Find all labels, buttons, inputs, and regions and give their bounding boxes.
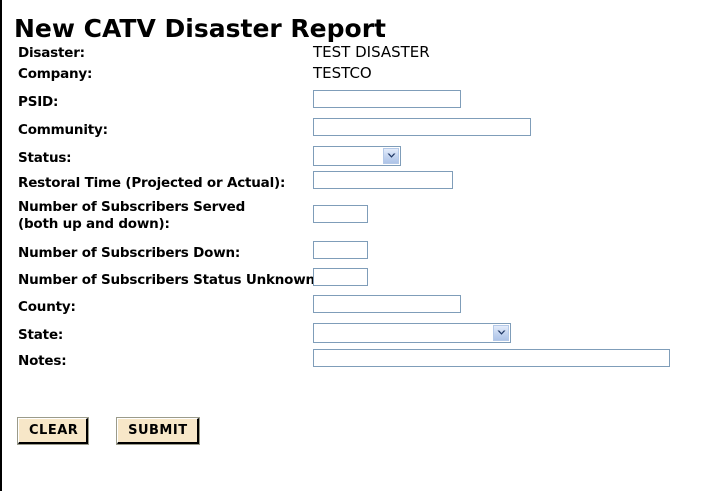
form-row-psid: PSID: xyxy=(2,90,704,118)
submit-button[interactable]: SUBMIT xyxy=(116,417,201,445)
form-actions: CLEAR SUBMIT xyxy=(17,417,201,445)
label-status: Status: xyxy=(18,150,72,166)
community-input[interactable] xyxy=(313,118,531,136)
label-county: County: xyxy=(18,299,76,315)
field-disaster: TEST DISASTER xyxy=(313,42,430,61)
subscribers-down-input[interactable] xyxy=(313,241,368,259)
form-row-community: Community: xyxy=(2,118,704,145)
label-subscribers-unknown: Number of Subscribers Status Unknown: xyxy=(18,272,321,288)
form-row-county: County: xyxy=(2,295,704,322)
form-row-company: Company: TESTCO xyxy=(2,63,704,90)
field-community xyxy=(313,118,531,136)
disaster-report-form: Disaster: TEST DISASTER Company: TESTCO … xyxy=(2,42,704,376)
form-row-subscribers-unknown: Number of Subscribers Status Unknown: xyxy=(2,268,704,295)
subscribers-unknown-input[interactable] xyxy=(313,268,368,286)
label-restoral-time: Restoral Time (Projected or Actual): xyxy=(18,175,286,191)
field-restoral-time xyxy=(313,171,453,189)
label-disaster: Disaster: xyxy=(18,45,85,61)
field-subscribers-down xyxy=(313,241,368,259)
subscribers-served-input[interactable] xyxy=(313,205,368,223)
form-row-subscribers-down: Number of Subscribers Down: xyxy=(2,241,704,268)
label-company: Company: xyxy=(18,66,93,82)
field-company: TESTCO xyxy=(313,63,372,82)
status-select-wrap[interactable] xyxy=(313,146,401,166)
field-subscribers-unknown xyxy=(313,268,368,286)
status-select[interactable] xyxy=(313,146,401,166)
field-state xyxy=(313,322,511,343)
label-subscribers-served: Number of Subscribers Served (both up an… xyxy=(18,199,246,232)
form-row-restoral-time: Restoral Time (Projected or Actual): xyxy=(2,171,704,199)
notes-input[interactable] xyxy=(313,349,670,367)
clear-button[interactable]: CLEAR xyxy=(17,417,89,445)
psid-input[interactable] xyxy=(313,90,461,108)
label-notes: Notes: xyxy=(18,353,67,369)
form-row-notes: Notes: xyxy=(2,349,704,376)
restoral-time-input[interactable] xyxy=(313,171,453,189)
field-psid xyxy=(313,90,461,108)
label-community: Community: xyxy=(18,122,108,138)
label-subscribers-down: Number of Subscribers Down: xyxy=(18,245,241,261)
form-row-state: State: xyxy=(2,322,704,349)
county-input[interactable] xyxy=(313,295,461,313)
field-status xyxy=(313,145,401,166)
label-state: State: xyxy=(18,327,64,343)
field-subscribers-served xyxy=(313,205,368,223)
label-psid: PSID: xyxy=(18,94,59,110)
state-select-wrap[interactable] xyxy=(313,323,511,343)
form-row-subscribers-served: Number of Subscribers Served (both up an… xyxy=(2,199,704,241)
value-disaster: TEST DISASTER xyxy=(313,43,430,61)
form-row-disaster: Disaster: TEST DISASTER xyxy=(2,42,704,66)
value-company: TESTCO xyxy=(313,64,372,82)
form-row-status: Status: xyxy=(2,145,704,171)
field-notes xyxy=(313,349,670,367)
field-county xyxy=(313,295,461,313)
state-select[interactable] xyxy=(313,323,511,343)
page-title: New CATV Disaster Report xyxy=(14,13,386,43)
